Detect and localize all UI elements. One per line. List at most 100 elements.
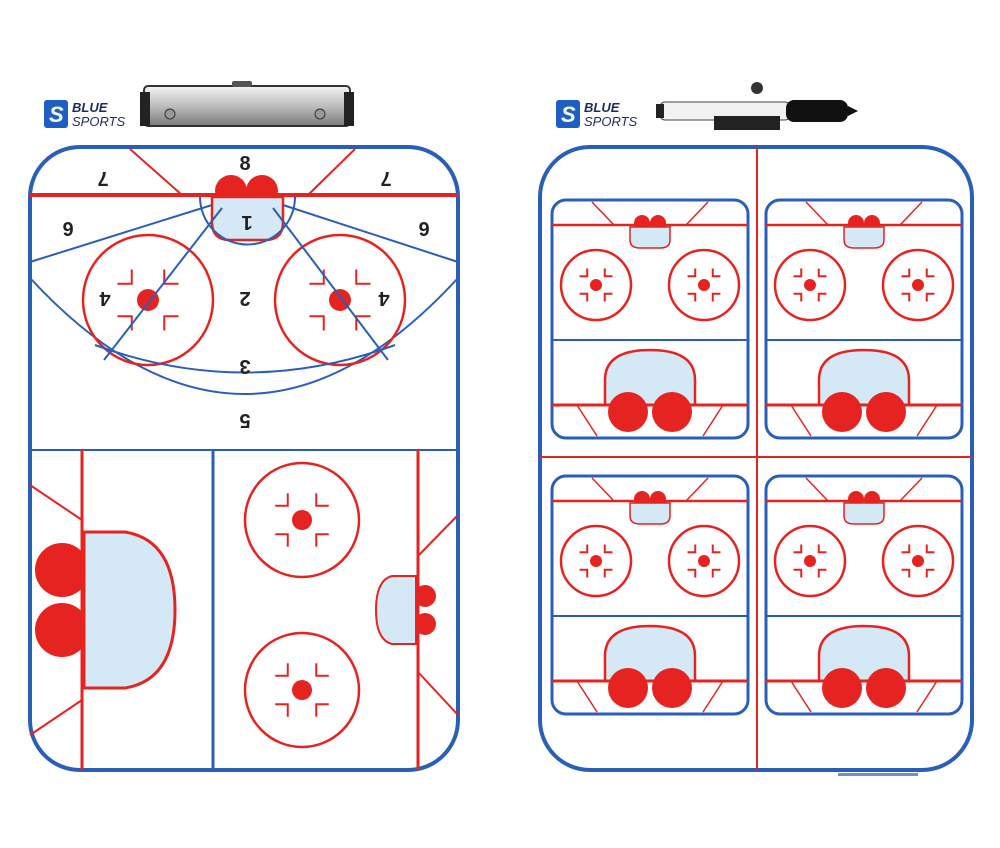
hash-mark bbox=[711, 544, 721, 554]
mini-rink bbox=[550, 198, 750, 440]
hash-mark bbox=[687, 568, 697, 578]
logo-text-blue: BLUE bbox=[72, 100, 108, 115]
corner-line bbox=[685, 201, 709, 226]
corner-line bbox=[417, 671, 459, 716]
goal-crease bbox=[817, 348, 911, 407]
left-clipboard-rink bbox=[28, 145, 460, 772]
hash-mark bbox=[603, 544, 613, 554]
zone-number: 5 bbox=[239, 409, 250, 431]
mini-rink-border bbox=[550, 198, 750, 440]
hash-mark bbox=[603, 568, 613, 578]
net-icon bbox=[35, 603, 89, 657]
hash-mark bbox=[275, 533, 289, 547]
zone-number: 1 bbox=[241, 211, 252, 233]
goal-crease bbox=[603, 624, 697, 683]
zone-number: 4 bbox=[378, 287, 390, 309]
zone-line bbox=[272, 207, 389, 361]
dry-erase-marker-icon bbox=[656, 82, 858, 130]
faceoff-circle bbox=[243, 631, 361, 749]
goal-crease bbox=[82, 530, 177, 690]
net-icon bbox=[35, 543, 89, 597]
mini-rink bbox=[550, 474, 750, 716]
net-icon bbox=[652, 668, 692, 708]
zone-number: 6 bbox=[418, 217, 429, 239]
net-icon bbox=[414, 585, 436, 607]
brand-logo-right: S BLUE SPORTS bbox=[556, 100, 638, 129]
goal-crease bbox=[629, 226, 671, 249]
faceoff-dot bbox=[292, 680, 312, 700]
hash-mark bbox=[925, 268, 935, 278]
hash-mark bbox=[355, 269, 371, 285]
logo-text-sports: SPORTS bbox=[584, 114, 638, 129]
hash-mark bbox=[309, 315, 325, 331]
hash-mark bbox=[687, 268, 697, 278]
hash-mark bbox=[603, 292, 613, 302]
faceoff-circle bbox=[881, 248, 955, 322]
zone-number: 4 bbox=[99, 287, 111, 309]
net-icon bbox=[866, 392, 906, 432]
faceoff-dot bbox=[804, 555, 816, 567]
hash-mark bbox=[315, 493, 329, 507]
hash-mark bbox=[711, 268, 721, 278]
hash-mark bbox=[925, 544, 935, 554]
corner-line bbox=[307, 148, 356, 196]
zone-numbers: 7 8 7 6 1 6 4 2 4 3 5 bbox=[62, 153, 429, 431]
faceoff-dot bbox=[912, 555, 924, 567]
faceoff-circle bbox=[881, 524, 955, 598]
goal-crease bbox=[843, 226, 885, 249]
faceoff-circle bbox=[667, 248, 741, 322]
goal-crease bbox=[374, 575, 417, 645]
hash-mark bbox=[711, 568, 721, 578]
hash-mark bbox=[925, 568, 935, 578]
corner-line bbox=[591, 477, 615, 502]
net-icon bbox=[414, 613, 436, 635]
hash-mark bbox=[901, 268, 911, 278]
logo-text-blue: BLUE bbox=[584, 100, 620, 115]
hash-mark bbox=[603, 268, 613, 278]
hash-mark bbox=[793, 568, 803, 578]
corner-line bbox=[702, 680, 724, 713]
corner-line bbox=[916, 680, 938, 713]
fine-print-mark bbox=[838, 773, 918, 776]
goal-crease bbox=[629, 502, 671, 525]
zone-line bbox=[103, 207, 223, 361]
hash-mark bbox=[817, 268, 827, 278]
corner-line bbox=[576, 680, 598, 713]
hash-mark bbox=[163, 315, 179, 331]
corner-line bbox=[576, 404, 598, 437]
faceoff-circle bbox=[773, 248, 847, 322]
hash-mark bbox=[579, 568, 589, 578]
net-icon bbox=[822, 392, 862, 432]
faceoff-dot bbox=[912, 279, 924, 291]
hash-mark bbox=[275, 663, 289, 677]
hash-mark bbox=[117, 269, 133, 285]
hash-mark bbox=[711, 292, 721, 302]
brand-logo-left: S BLUE SPORTS bbox=[44, 100, 126, 129]
faceoff-dot bbox=[804, 279, 816, 291]
corner-line bbox=[790, 404, 812, 437]
hash-mark bbox=[579, 292, 589, 302]
logo-badge-icon bbox=[556, 100, 580, 128]
corner-line bbox=[899, 477, 923, 502]
corner-line bbox=[899, 201, 923, 226]
zone-number: 7 bbox=[97, 167, 108, 189]
metal-clip-icon bbox=[140, 81, 354, 127]
goal-crease bbox=[603, 348, 697, 407]
zone-number: 3 bbox=[239, 355, 250, 377]
faceoff-dot bbox=[698, 279, 710, 291]
zone-line bbox=[29, 204, 213, 263]
corner-line bbox=[805, 201, 829, 226]
hash-mark bbox=[687, 544, 697, 554]
hash-mark bbox=[275, 493, 289, 507]
zone-number: 6 bbox=[62, 217, 73, 239]
corner-line bbox=[805, 477, 829, 502]
hash-mark bbox=[817, 568, 827, 578]
logo-text-sports: SPORTS bbox=[72, 114, 126, 129]
faceoff-circle bbox=[81, 233, 215, 367]
goal-crease bbox=[817, 624, 911, 683]
corner-line bbox=[916, 404, 938, 437]
hash-mark bbox=[793, 292, 803, 302]
hash-mark bbox=[901, 544, 911, 554]
goal-crease bbox=[843, 502, 885, 525]
